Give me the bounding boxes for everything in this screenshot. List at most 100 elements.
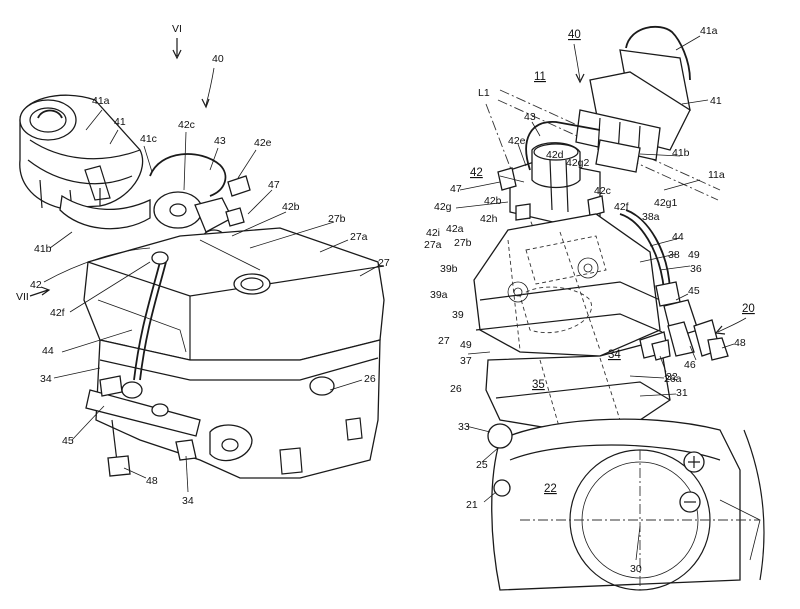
leader-46 — [689, 345, 697, 361]
leader-41 — [109, 129, 119, 145]
leader-43 — [209, 147, 219, 171]
leader-32 — [629, 375, 665, 379]
frame-line-11-lower — [497, 99, 719, 201]
leader-47-right — [459, 181, 501, 191]
leader-41b — [49, 231, 73, 249]
label-48: 48 — [146, 475, 158, 487]
arrow-40 — [201, 98, 210, 109]
label-47-right: 47 — [450, 183, 462, 195]
label-49-left: 49 — [460, 339, 472, 351]
pipe-43 — [149, 153, 227, 197]
label-27a: 27a — [350, 231, 368, 243]
leader-26a — [659, 355, 667, 373]
label-30: 30 — [630, 563, 642, 575]
label-42h: 42h — [480, 213, 498, 225]
label-49-right: 49 — [688, 249, 700, 261]
label-26-right: 26 — [450, 383, 462, 395]
label-45: 45 — [62, 435, 74, 447]
view-mark-vi: VI — [172, 23, 182, 35]
label-42f-right: 42f — [614, 201, 629, 213]
label-41-right: 41 — [710, 95, 722, 107]
label-34-left: 34 — [40, 373, 52, 385]
label-27-right: 27 — [438, 335, 450, 347]
label-42f: 42f — [50, 307, 65, 319]
leader-30 — [635, 525, 641, 561]
label-27b: 27b — [328, 213, 346, 225]
leader-27 — [359, 265, 379, 277]
fuel-rail-45 — [85, 375, 201, 477]
leader-37 — [467, 351, 491, 355]
leader-34-bottom — [185, 455, 189, 493]
label-42a: 42a — [446, 223, 464, 235]
leader-44 — [61, 329, 133, 353]
label-47: 47 — [268, 179, 280, 191]
pipe-43-right — [525, 121, 601, 171]
leader-48-right — [721, 343, 735, 349]
label-26: 26 — [364, 373, 376, 385]
label-11: 11 — [534, 71, 546, 83]
label-46: 46 — [684, 359, 696, 371]
label-44: 44 — [42, 345, 54, 357]
joint-42f — [151, 251, 169, 265]
leader-42c — [183, 131, 187, 191]
view-arrow-vii — [29, 286, 51, 297]
leader-11a — [663, 179, 701, 191]
label-41c: 41c — [140, 133, 157, 145]
leader-34-left — [53, 367, 101, 379]
fuel-line-44b — [139, 261, 167, 381]
label-41a-right: 41a — [700, 25, 718, 37]
label-44-right: 44 — [672, 231, 684, 243]
leader-45 — [71, 405, 105, 441]
label-27b-right: 27b — [454, 237, 472, 249]
leader-40 — [205, 67, 215, 106]
label-31: 31 — [676, 387, 688, 399]
leader-43-right — [531, 121, 541, 137]
view-mark-vii: VII — [16, 291, 29, 303]
leader-42b — [231, 211, 287, 237]
right-figure: 40 11 L1 — [424, 25, 765, 591]
leader-27b — [249, 221, 335, 249]
label-36: 36 — [690, 263, 702, 275]
label-41b-right: 41b — [672, 147, 690, 159]
label-32-visible: 32 — [666, 371, 678, 383]
label-41: 41 — [114, 116, 126, 128]
leader-40-right — [573, 43, 581, 81]
leader-42-right — [499, 175, 525, 183]
leader-41-right — [681, 99, 709, 105]
leader-44-right — [649, 237, 681, 247]
label-38: 38 — [668, 249, 680, 261]
label-42e-right: 42e — [508, 135, 526, 147]
label-42d: 42d — [546, 149, 564, 161]
label-42b-right: 42b — [484, 195, 502, 207]
label-21: 21 — [466, 499, 478, 511]
label-11a: 11a — [708, 169, 725, 181]
label-40-right: 40 — [568, 29, 581, 41]
leader-41b-right — [639, 153, 681, 157]
leader-42e — [237, 149, 257, 179]
leader-42g — [455, 201, 509, 209]
label-22: 22 — [544, 483, 557, 495]
label-34-right: 34 — [608, 349, 621, 361]
tank-cover — [83, 227, 385, 361]
label-20: 20 — [742, 303, 755, 315]
label-27: 27 — [378, 257, 390, 269]
label-43-right: 43 — [524, 111, 536, 123]
leader-36 — [659, 265, 691, 271]
label-39b: 39b — [440, 263, 458, 275]
label-39a: 39a — [430, 289, 448, 301]
label-42c-right: 42c — [594, 185, 611, 197]
leader-21 — [483, 491, 497, 503]
fuel-line-44 — [133, 261, 161, 381]
label-42c: 42c — [178, 119, 195, 131]
leader-25 — [481, 447, 499, 463]
label-42i: 42i — [426, 227, 440, 239]
label-42g1: 42g1 — [654, 197, 678, 209]
label-42g2: 42g2 — [566, 157, 590, 169]
label-L1: L1 — [478, 87, 490, 99]
engine-body-left — [95, 339, 381, 479]
label-42g: 42g — [434, 201, 452, 213]
view-arrow-vi — [172, 38, 182, 60]
leader-27a — [319, 239, 349, 253]
label-42: 42 — [30, 279, 42, 291]
leader-41c — [143, 145, 153, 173]
